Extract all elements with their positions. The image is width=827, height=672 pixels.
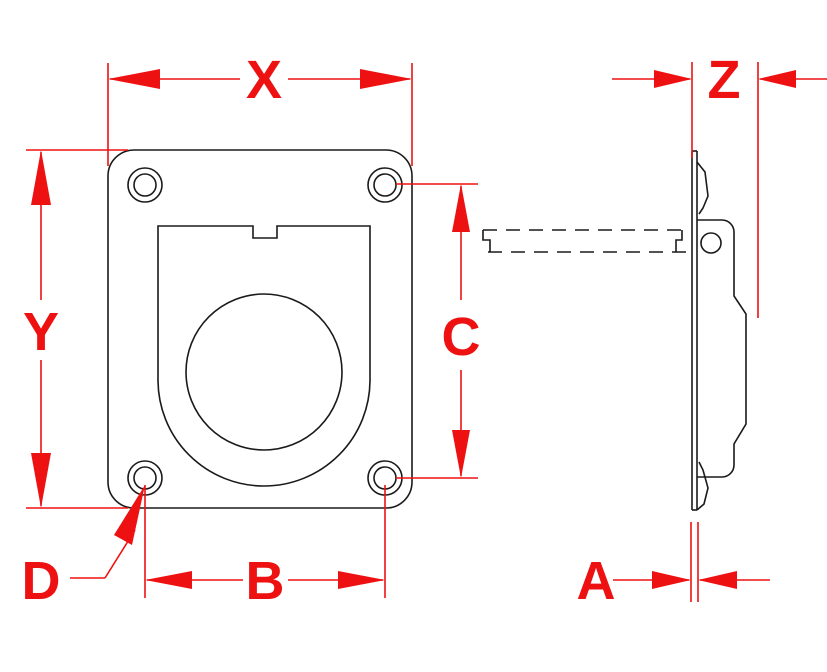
dimension-c [396, 183, 478, 479]
dimension-annotations [26, 62, 827, 602]
mounting-hole-top-left-inner [133, 173, 157, 197]
dimension-labels: X Y B C D Z A [22, 50, 741, 611]
dim-a-arrow-right [698, 571, 737, 589]
dim-y-arrow-bottom [31, 453, 51, 508]
dim-x-arrow-left [108, 69, 160, 89]
hidden-line-end-ticks [482, 230, 683, 252]
dimension-label-z: Z [708, 50, 741, 110]
dim-d-leader-arrow [114, 485, 145, 545]
dimension-label-c: C [442, 307, 481, 367]
dimension-d [70, 485, 145, 579]
dimension-label-d: D [22, 551, 61, 611]
side-body-outline [697, 219, 747, 478]
front-plate-outline [107, 149, 413, 509]
side-upper-lip [696, 161, 709, 215]
dimension-a [613, 522, 770, 602]
mounting-hole-top-right-inner [373, 173, 397, 197]
dim-c-arrow-bottom [452, 430, 470, 478]
dimension-label-a: A [577, 551, 616, 611]
recess-outline [157, 225, 371, 487]
dimension-x [107, 63, 413, 166]
dimension-label-x: X [246, 50, 282, 110]
dimension-label-b: B [246, 551, 285, 611]
mounting-hole-top-right-outer [367, 167, 403, 203]
front-view-geometry [107, 149, 413, 509]
dim-y-arrow-top [31, 150, 51, 205]
dim-z-arrow-right [758, 70, 796, 88]
side-view-geometry [691, 150, 747, 511]
finger-hole-circle [185, 293, 343, 451]
mounting-hole-top-left-outer [127, 167, 163, 203]
dimension-y [26, 149, 128, 509]
dim-b-arrow-right [338, 571, 385, 589]
dimension-z [612, 62, 827, 318]
hidden-tick-left [482, 230, 491, 252]
dim-z-arrow-left [654, 70, 692, 88]
dim-c-arrow-top [452, 184, 470, 232]
dim-x-arrow-right [360, 69, 412, 89]
side-lower-lip [696, 461, 709, 511]
dimension-label-y: Y [23, 302, 59, 362]
side-detail-hole [700, 232, 722, 254]
dim-a-arrow-left [652, 571, 691, 589]
hidden-projection-lines [483, 229, 689, 253]
dim-b-arrow-left [145, 571, 192, 589]
dimension-b [144, 485, 386, 598]
hidden-tick-right [675, 230, 683, 252]
